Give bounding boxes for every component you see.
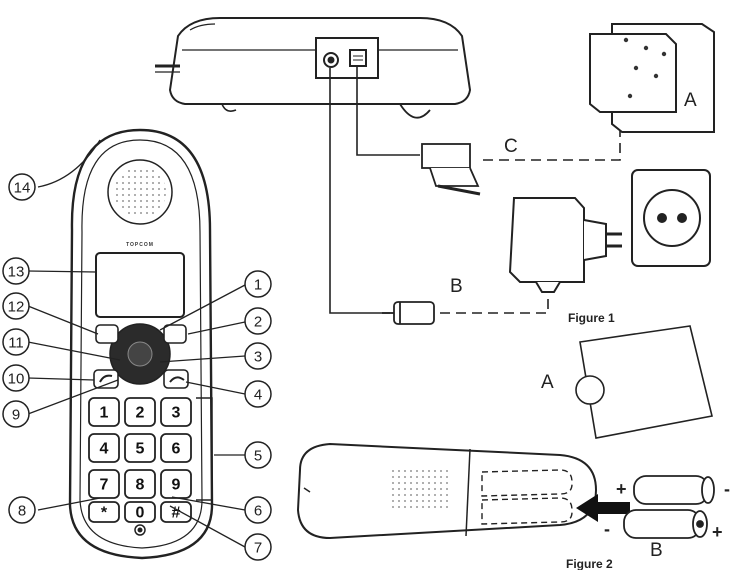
callout-10: 10 bbox=[2, 364, 30, 392]
keypad-key-6: 7 bbox=[88, 469, 120, 499]
keypad-key-5: 6 bbox=[160, 433, 192, 463]
callout-4: 4 bbox=[244, 380, 272, 408]
callout-number: 9 bbox=[12, 407, 20, 424]
callout-9: 9 bbox=[2, 400, 30, 428]
keypad-key-3: 4 bbox=[88, 433, 120, 463]
keypad-key-label: 6 bbox=[172, 441, 181, 458]
keypad-key-label: * bbox=[101, 505, 108, 522]
barrel-plug-icon bbox=[382, 301, 435, 325]
right-soft-key bbox=[163, 324, 187, 344]
keypad: 1 2 3 4 5 6 7 8 9 * 0 # bbox=[88, 397, 192, 523]
leader-lines bbox=[27, 139, 246, 548]
callout-6: 6 bbox=[244, 496, 272, 524]
callout-12: 12 bbox=[2, 292, 30, 320]
battery-cover bbox=[575, 325, 713, 439]
callout-number: 4 bbox=[254, 387, 262, 404]
callout-5: 5 bbox=[244, 441, 272, 469]
callout-number: 10 bbox=[8, 371, 25, 388]
power-outlet-icon bbox=[631, 169, 711, 267]
callout-14: 14 bbox=[8, 173, 36, 201]
figure-2-label: Figure 2 bbox=[566, 557, 613, 570]
battery-top-icon bbox=[633, 475, 715, 505]
callout-7: 7 bbox=[244, 533, 272, 561]
callout-11: 11 bbox=[2, 328, 30, 356]
polarity-plus-top: + bbox=[616, 479, 627, 499]
callout-13: 13 bbox=[2, 257, 30, 285]
callout-number: 11 bbox=[8, 335, 24, 352]
keypad-key-11: # bbox=[160, 501, 192, 523]
wall-socket-a-icon bbox=[589, 23, 715, 133]
keypad-key-1: 2 bbox=[124, 397, 156, 427]
rear-speaker-grille-icon bbox=[390, 468, 450, 512]
callout-2: 2 bbox=[244, 307, 272, 335]
keypad-key-2: 3 bbox=[160, 397, 192, 427]
label-b-battery: B bbox=[650, 540, 663, 561]
display-screen bbox=[95, 252, 185, 318]
keypad-key-label: 3 bbox=[172, 405, 181, 422]
talk-key bbox=[93, 369, 119, 389]
left-soft-key bbox=[95, 324, 119, 344]
keypad-key-label: 8 bbox=[136, 477, 145, 494]
keypad-key-label: 0 bbox=[136, 505, 145, 522]
keypad-key-8: 9 bbox=[160, 469, 192, 499]
callout-number: 6 bbox=[254, 503, 262, 520]
callout-8: 8 bbox=[8, 496, 36, 524]
label-b-cable: B bbox=[450, 276, 463, 297]
callout-number: 14 bbox=[14, 180, 31, 197]
callout-number: 3 bbox=[254, 349, 262, 366]
base-station bbox=[155, 17, 472, 119]
callout-number: 5 bbox=[254, 448, 262, 465]
polarity-plus-bottom: + bbox=[712, 522, 723, 542]
figure-1-label: Figure 1 bbox=[568, 311, 615, 325]
callout-3: 3 bbox=[244, 342, 272, 370]
keypad-key-label: 2 bbox=[136, 405, 145, 422]
keypad-key-label: 9 bbox=[172, 477, 181, 494]
speaker-grille-icon bbox=[114, 166, 166, 218]
label-a-cover: A bbox=[541, 372, 554, 393]
callout-number: 13 bbox=[8, 264, 25, 281]
label-a-top: A bbox=[684, 90, 697, 111]
polarity-minus-top: - bbox=[724, 479, 730, 499]
telephone-plug-icon bbox=[421, 143, 481, 196]
callout-1: 1 bbox=[244, 270, 272, 298]
keypad-key-10: 0 bbox=[124, 501, 156, 523]
callout-number: 12 bbox=[8, 299, 25, 316]
keypad-key-label: 1 bbox=[100, 405, 109, 422]
handset-back bbox=[296, 442, 598, 540]
phone-jack-icon bbox=[349, 49, 367, 67]
keypad-key-label: 7 bbox=[100, 477, 109, 494]
polarity-minus-bottom: - bbox=[604, 519, 610, 539]
keypad-key-label: 5 bbox=[136, 441, 145, 458]
brand-label: TOPCOM bbox=[126, 242, 154, 248]
label-c-cable: C bbox=[504, 136, 518, 157]
callout-number: 7 bbox=[254, 540, 262, 557]
end-key bbox=[163, 369, 189, 389]
cables bbox=[329, 66, 621, 314]
battery-bottom-icon bbox=[623, 509, 708, 539]
callout-number: 2 bbox=[254, 314, 262, 331]
keypad-key-4: 5 bbox=[124, 433, 156, 463]
keypad-key-label: 4 bbox=[100, 441, 109, 458]
insert-arrow-icon bbox=[576, 494, 630, 522]
keypad-key-0: 1 bbox=[88, 397, 120, 427]
keypad-key-7: 8 bbox=[124, 469, 156, 499]
callout-number: 1 bbox=[254, 277, 262, 294]
power-adapter-icon bbox=[508, 197, 622, 293]
callout-number: 8 bbox=[18, 503, 26, 520]
keypad-key-9: * bbox=[88, 501, 120, 523]
keypad-key-label: # bbox=[172, 505, 181, 522]
